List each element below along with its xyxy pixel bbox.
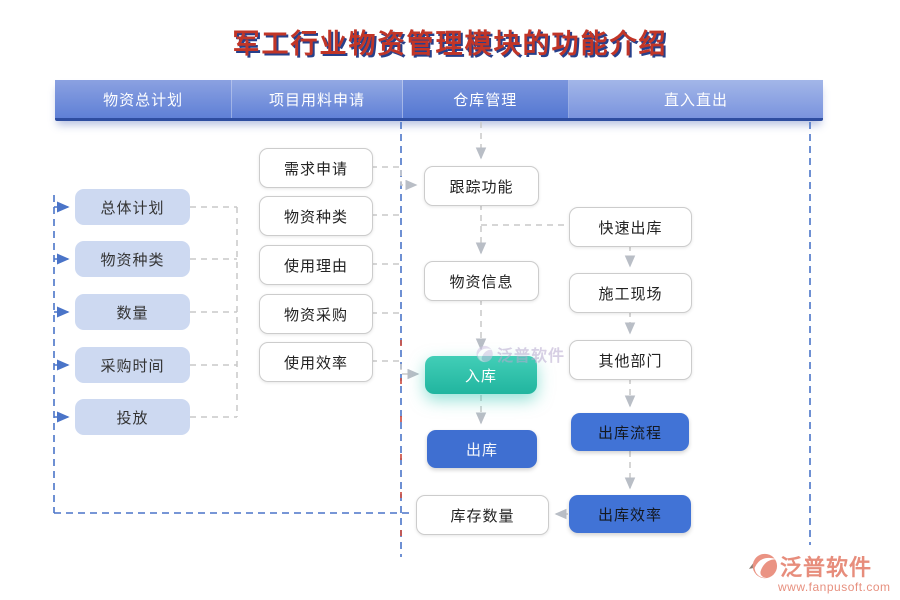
vendor-logo-name: 泛普软件: [780, 555, 873, 580]
node-demand-request: 需求申请: [259, 148, 373, 188]
header-col-direct-inout: 直入直出: [568, 80, 823, 118]
header-col-project-request: 项目用料申请: [232, 80, 403, 118]
node-purchase-time: 采购时间: [75, 347, 190, 383]
node-stock-quantity: 库存数量: [416, 495, 549, 535]
node-other-departments: 其他部门: [569, 340, 692, 380]
node-construction-site: 施工现场: [569, 273, 692, 313]
node-outbound-process: 出库流程: [571, 413, 689, 451]
node-inbound: 入库: [425, 356, 537, 394]
node-fast-outbound: 快速出库: [569, 207, 692, 247]
node-usage-reason: 使用理由: [259, 245, 373, 285]
node-quantity: 数量: [75, 294, 190, 330]
vendor-logo-url: www.fanpusoft.com: [778, 580, 891, 594]
vendor-logo-icon: [748, 553, 778, 579]
node-material-info: 物资信息: [424, 261, 539, 301]
node-usage-efficiency: 使用效率: [259, 342, 373, 382]
node-material-types: 物资种类: [75, 241, 190, 277]
node-outbound-efficiency: 出库效率: [569, 495, 691, 533]
node-release: 投放: [75, 399, 190, 435]
node-overall-plan: 总体计划: [75, 189, 190, 225]
vendor-logo: 泛普软件 www.fanpusoft.com: [748, 550, 893, 594]
node-tracking: 跟踪功能: [424, 166, 539, 206]
header-col-material-plan: 物资总计划: [55, 80, 233, 118]
page-title: 军工行业物资管理模块的功能介绍: [232, 29, 668, 59]
node-outbound: 出库: [427, 430, 537, 468]
node-material-kind: 物资种类: [259, 196, 373, 236]
header-col-warehouse: 仓库管理: [402, 80, 569, 118]
header-bar: 物资总计划 项目用料申请 仓库管理 直入直出: [55, 80, 823, 121]
node-material-purchase: 物资采购: [259, 294, 373, 334]
